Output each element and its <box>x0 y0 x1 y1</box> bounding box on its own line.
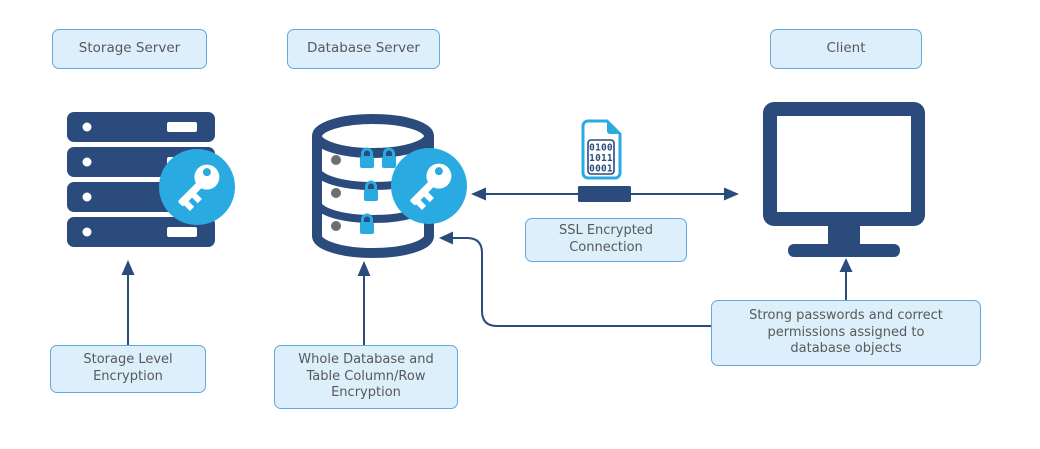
folded-corner <box>607 121 620 134</box>
label-text: Whole Database and Table Column/Row Encr… <box>298 352 433 403</box>
ssl-connection-arrow <box>471 186 739 202</box>
key-icon <box>159 149 235 225</box>
label-line: Whole Database and <box>298 351 434 367</box>
storage-server-node-label: Storage Server <box>52 29 207 69</box>
binary-file-icon: 0100 1011 0001 <box>581 119 622 180</box>
label-line: Table Column/Row <box>306 368 426 384</box>
client-security-label: Strong passwords and correct permissions… <box>711 300 981 366</box>
binary-line: 0100 <box>589 143 613 154</box>
server-slab <box>67 112 215 142</box>
ssl-arrow-block <box>578 186 631 202</box>
client-security-arrow <box>839 258 853 300</box>
database-server-node-label: Database Server <box>287 29 440 69</box>
label-text: SSL Encrypted Connection <box>559 223 653 257</box>
label-line: database objects <box>790 341 902 357</box>
label-line: Encryption <box>93 369 163 384</box>
storage-encryption-label: Storage Level Encryption <box>50 345 206 393</box>
label-line: permissions assigned to <box>767 324 925 340</box>
database-encryption-label: Whole Database and Table Column/Row Encr… <box>274 345 458 409</box>
label-text: Strong passwords and correct permissions… <box>749 308 943 359</box>
monitor-icon <box>763 102 925 257</box>
node-label-text: Storage Server <box>78 40 181 57</box>
label-line: Storage Level <box>83 352 173 368</box>
client-node-label: Client <box>770 29 922 69</box>
padlock-icon <box>360 213 374 234</box>
label-line: Connection <box>569 240 643 255</box>
storage-encryption-arrow <box>121 260 135 345</box>
label-line: Strong passwords and correct <box>749 307 943 323</box>
disk-dot <box>331 221 341 231</box>
node-label-text: Database Server <box>307 40 420 57</box>
disk-dot <box>331 155 341 165</box>
label-text: Storage Level Encryption <box>83 352 172 386</box>
key-icon <box>391 148 467 224</box>
node-label-text: Client <box>826 40 866 57</box>
padlock-icon <box>382 147 396 168</box>
padlock-icon <box>364 180 378 201</box>
disk-dot <box>331 188 341 198</box>
binary-line: 0001 <box>589 164 613 175</box>
permissions-curved-arrow <box>439 231 711 327</box>
binary-line: 1011 <box>589 153 613 164</box>
padlock-icon <box>360 147 374 168</box>
label-line: Encryption <box>331 385 401 401</box>
database-encryption-arrow <box>357 261 371 345</box>
server-slab <box>67 217 215 247</box>
label-line: SSL Encrypted <box>558 223 654 239</box>
ssl-connection-label: SSL Encrypted Connection <box>525 218 687 262</box>
